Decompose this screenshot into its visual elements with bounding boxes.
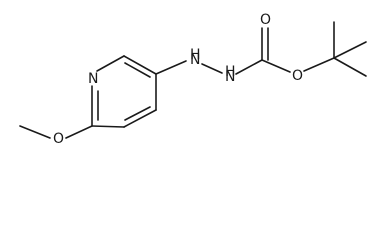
pyridine-nitrogen-label: N [88, 71, 98, 87]
ester-o-to-tbutyl-bond [303, 57, 335, 72]
ring-bond-c2-c3-inner [124, 62, 151, 78]
n-n-bond [201, 63, 223, 74]
methoxy-oxygen-label: O [53, 131, 64, 147]
ester-oxygen-label: O [292, 68, 303, 84]
methyl-methoxy-bond [19, 125, 51, 139]
ring-bond-c4-c5 [123, 109, 157, 128]
nh-to-carbonyl-bond [235, 59, 263, 75]
ring-to-nh-bond [155, 60, 187, 75]
hydrazine-upper-n-label: N [190, 52, 200, 68]
methoxy-o-bond [65, 125, 93, 139]
tbutyl-methyl-right-bond [333, 41, 367, 59]
carbonyl-to-ester-o-bond [261, 59, 291, 73]
ring-bond-c5-c6 [91, 125, 125, 128]
hydrazine-upper-h-label: H [190, 47, 201, 63]
ring-bond-n1-c2 [96, 55, 125, 72]
ring-bond-c2-c3 [123, 55, 157, 75]
chemical-structure: N O H N H N O O [19, 12, 367, 147]
ring-bond-c4-c5-inner [124, 106, 151, 121]
hydrazine-lower-h-label: H [225, 64, 236, 80]
tbutyl-methyl-down-bond [333, 57, 367, 77]
carbonyl-oxygen-label: O [260, 12, 271, 28]
hydrazine-lower-n-label: N [225, 69, 235, 85]
